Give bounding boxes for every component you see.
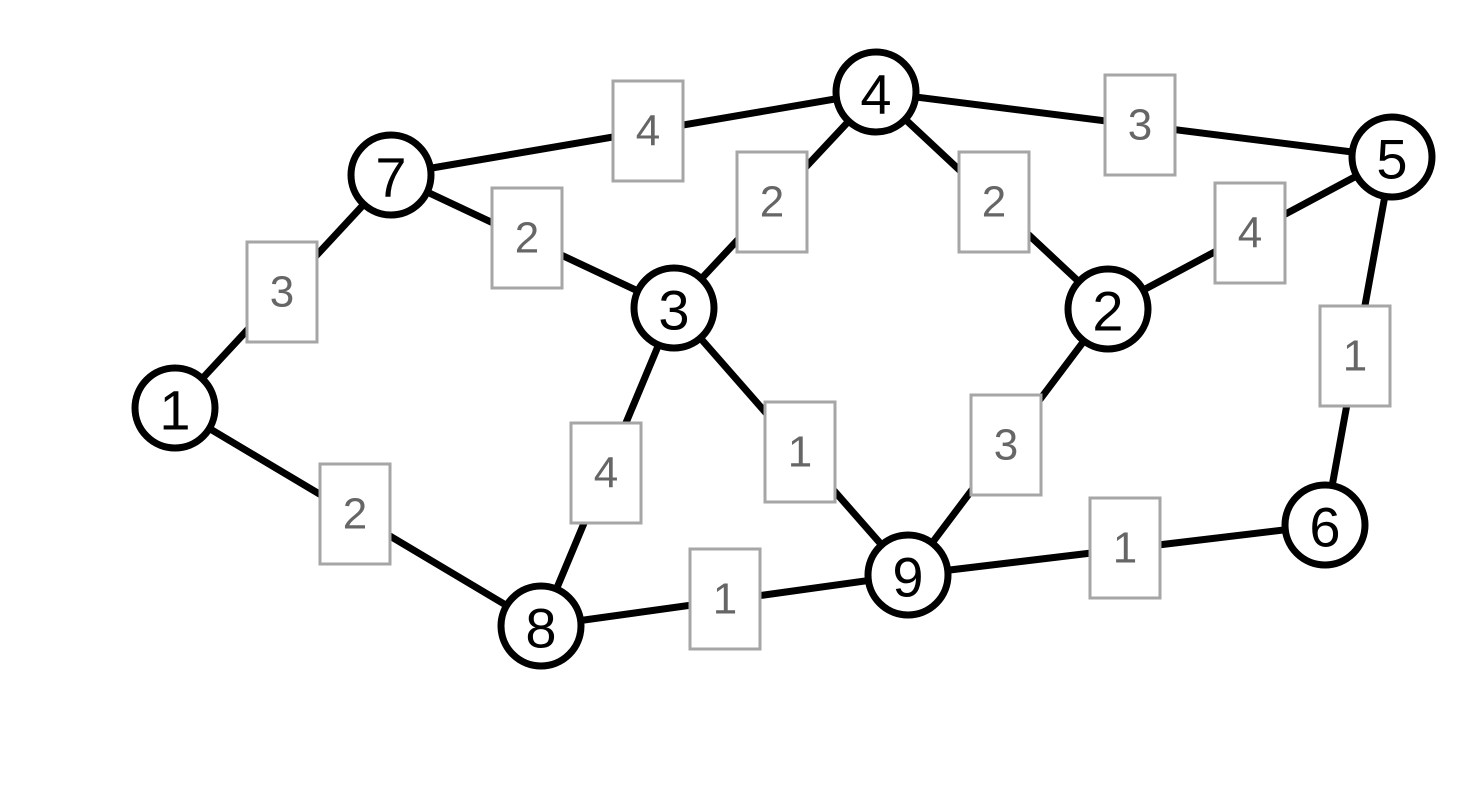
node-label: 5 (1376, 128, 1407, 191)
edge-weight-label: 1 (1343, 332, 1367, 381)
edge-weight-label: 1 (713, 575, 737, 624)
edge-weight-label: 2 (515, 214, 539, 263)
edge-weight-label: 2 (982, 178, 1006, 227)
edge-3-9: 1 (670, 304, 912, 579)
node-1: 1 (131, 364, 219, 452)
node-label: 8 (525, 597, 556, 660)
node-circle (1064, 265, 1152, 353)
node-8: 8 (497, 582, 585, 670)
edge-4-5: 3 (872, 73, 1396, 177)
node-6: 6 (1281, 481, 1369, 569)
edge-weight-label: 4 (1238, 209, 1262, 258)
edge-3-8: 4 (537, 304, 678, 630)
node-circle (1348, 113, 1436, 201)
node-label: 4 (860, 63, 891, 126)
node-label: 6 (1309, 496, 1340, 559)
edge-9-6: 1 (904, 496, 1329, 600)
edge-weight-box (611, 79, 685, 183)
edge-weight-box (569, 421, 643, 525)
edge-weight-label: 3 (994, 421, 1018, 470)
edge-weight-label: 3 (270, 268, 294, 317)
edge-weight-box (245, 240, 319, 344)
node-circle (630, 264, 718, 352)
edge-5-6: 1 (1318, 153, 1396, 529)
node-circle (347, 131, 435, 219)
edge-weight-box (969, 393, 1043, 497)
edge-weight-box (1213, 181, 1287, 285)
edge-weight-label: 4 (594, 449, 618, 498)
node-circle (497, 582, 585, 670)
edge-weight-label: 3 (1128, 101, 1152, 150)
edge-weight-box (1088, 496, 1162, 600)
edge-7-4: 4 (387, 79, 880, 183)
edge-weight-label: 2 (760, 178, 784, 227)
node-9: 9 (864, 531, 952, 619)
node-label: 2 (1092, 280, 1123, 343)
edge-weight-box (763, 400, 837, 504)
edge-weight-box (318, 462, 392, 566)
node-circle (864, 531, 952, 619)
node-3: 3 (630, 264, 718, 352)
edges-layer: 3 2 4 2 2 4 1 3 2 4 3 1 1 1 (171, 73, 1396, 651)
edge-weight-box (957, 150, 1031, 254)
edge-weight-label: 2 (343, 490, 367, 539)
edge-1-8: 2 (171, 404, 545, 630)
edge-1-7: 3 (171, 171, 395, 412)
node-label: 3 (658, 279, 689, 342)
node-7: 7 (347, 131, 435, 219)
edge-weight-label: 1 (788, 428, 812, 477)
node-label: 7 (375, 146, 406, 209)
edge-7-3: 2 (387, 171, 678, 312)
nodes-layer: 1 2 3 4 5 6 7 8 9 (131, 48, 1436, 670)
node-circle (1281, 481, 1369, 569)
node-label: 1 (159, 379, 190, 442)
node-circle (131, 364, 219, 452)
edge-8-9: 1 (537, 547, 912, 651)
edge-weight-box (688, 547, 762, 651)
edge-2-5: 4 (1104, 153, 1396, 313)
node-2: 2 (1064, 265, 1152, 353)
edge-weight-box (490, 186, 564, 290)
node-circle (832, 48, 920, 136)
edge-4-2: 2 (872, 88, 1112, 313)
edge-weight-label: 1 (1113, 524, 1137, 573)
edge-weight-box (1318, 304, 1392, 408)
edge-weight-label: 4 (636, 107, 660, 156)
node-label: 9 (892, 546, 923, 609)
edge-2-9: 3 (904, 305, 1112, 579)
node-5: 5 (1348, 113, 1436, 201)
node-4: 4 (832, 48, 920, 136)
edge-weight-box (735, 150, 809, 254)
edge-weight-box (1103, 73, 1177, 177)
edge-3-4: 2 (670, 88, 880, 312)
